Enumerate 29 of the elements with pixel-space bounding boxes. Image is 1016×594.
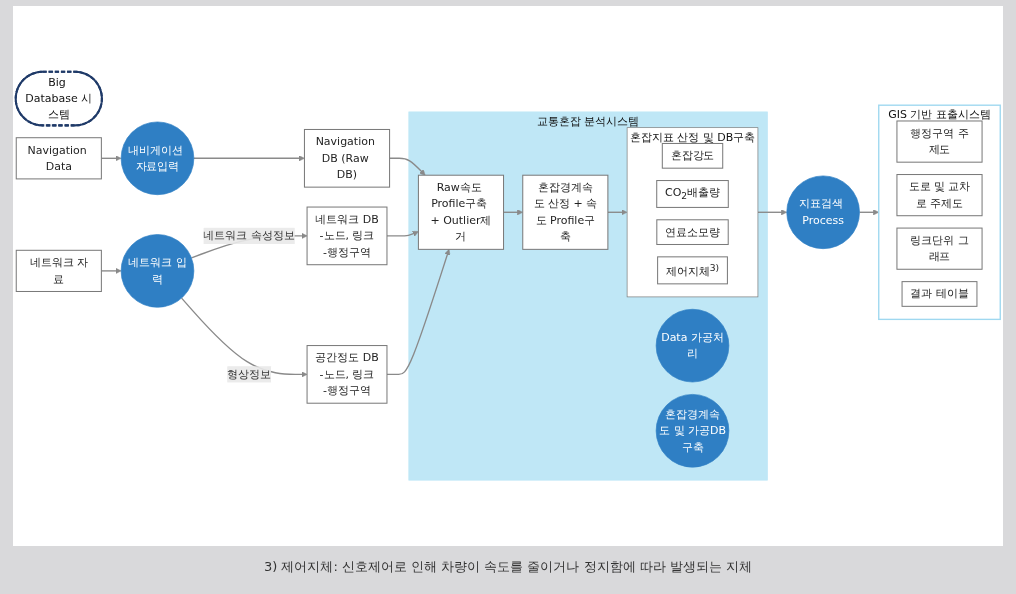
node-circle: 내비게이션 자료입력 bbox=[120, 121, 195, 196]
footnote: 3) 제어지체: 신호제어로 인해 차량이 속도를 줄이거나 정지함에 따라 발생되는 지체 bbox=[263, 558, 752, 576]
node-circle: 지표검색 Process bbox=[786, 175, 860, 249]
node-box: 결과 테이블 bbox=[901, 281, 978, 307]
node-box: 연료소모량 bbox=[656, 219, 729, 245]
node-box: 도로 및 교차로 주제도 bbox=[896, 174, 983, 217]
node-box: 혼잡강도 bbox=[661, 142, 724, 169]
node-box: 공간정도 DB -노드, 링크 -행정구역 bbox=[306, 345, 388, 404]
arrow bbox=[386, 249, 451, 376]
arrow bbox=[757, 209, 788, 216]
edge-label: 네트워크 속성정보 bbox=[203, 229, 295, 243]
node-box: Navigation DB (Raw DB) bbox=[303, 128, 391, 188]
node-box: Raw속도 Profile구축 + Outlier제거 bbox=[417, 174, 505, 250]
node-box: CO$_{2}$배출량 bbox=[656, 180, 729, 208]
node-box: 네트워크 자료 bbox=[15, 249, 102, 292]
node-circle: Data 가공처리 bbox=[655, 308, 730, 383]
node-box: 링크단위 그래프 bbox=[896, 227, 983, 270]
node-box: 혼잡경계속도 산정 + 속도 Profile구축 bbox=[522, 174, 609, 250]
node-box: 네트워크 DB -노드, 링크 -행정구역 bbox=[306, 206, 388, 266]
edge-label: 형상정보 bbox=[227, 367, 272, 381]
node-box: Navigation Data bbox=[15, 137, 102, 180]
node-box: 행정구역 주제도 bbox=[896, 120, 983, 163]
node-circle: 혼잡경계속도 및 가공DB구축 bbox=[655, 394, 730, 468]
node-circle: 네트워크 입력 bbox=[120, 234, 195, 308]
arrow bbox=[607, 209, 628, 216]
node-box: 제어지체$^{3)}$ bbox=[657, 256, 728, 285]
arrow bbox=[193, 155, 305, 162]
arrow bbox=[386, 231, 419, 237]
arrow bbox=[180, 297, 308, 378]
